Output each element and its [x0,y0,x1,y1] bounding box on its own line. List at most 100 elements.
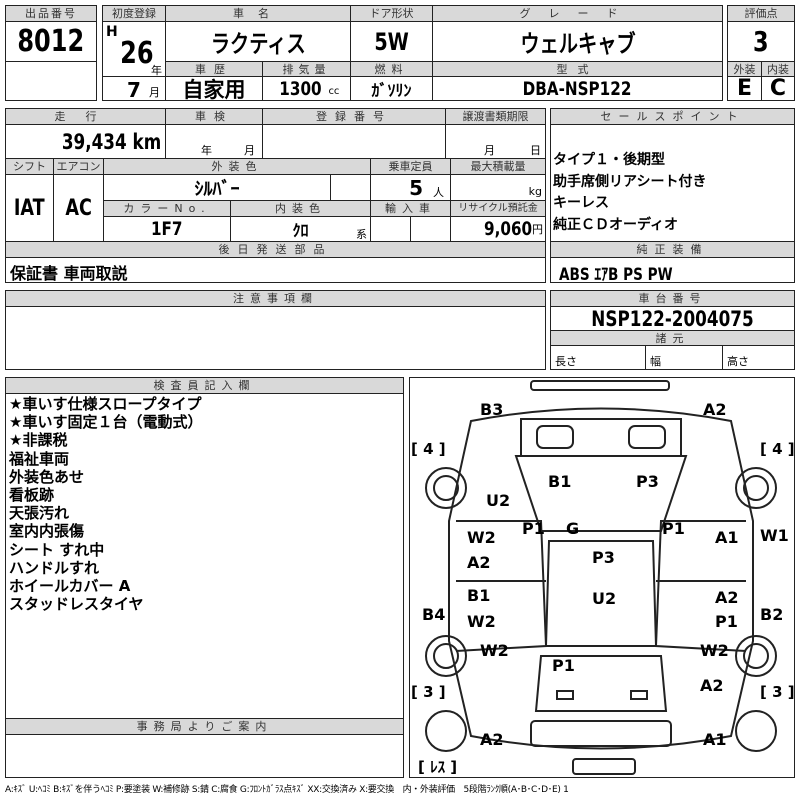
era: H [106,24,118,40]
tire-rear-left: [ 3 ] [411,683,446,701]
sales-points-label: セールスポイント [550,108,795,125]
inspector-note: ★車いす固定１台（電動式） [9,413,203,432]
damage-mark: A1 [703,730,727,749]
chassis-number: NSP122-2004075 [550,306,795,331]
damage-mark: W2 [467,612,496,631]
office-notice [5,734,404,778]
ext-color-label: 外装色 [103,158,371,175]
inspection: 年月 [165,124,263,159]
damage-mark: A2 [703,400,727,419]
shift-label: シフト [5,158,54,175]
damage-mark: B3 [480,400,504,419]
tire-front-right: [ 4 ] [760,440,795,458]
sales-points: タイプ１・後期型 助手席側リアシート付き キーレス 純正ＣＤオーディオ [550,124,795,242]
tire-front-left: [ 4 ] [411,440,446,458]
damage-mark: W2 [480,641,509,660]
grade: ウェルキャブ [432,21,723,62]
chassis-label: 車台番号 [550,290,795,307]
sales-point: タイプ１・後期型 [553,152,665,168]
damage-mark: P3 [592,548,615,567]
damage-mark: P1 [522,519,545,538]
damage-mark: U2 [486,491,511,510]
damage-mark: P1 [715,612,738,631]
car-name: ラクティス [165,21,351,62]
inspector-note: 室内内張傷 [9,522,85,541]
displacement-label: 排気量 [262,61,351,77]
later-parts-label: 後日発送部品 [5,241,546,258]
first-reg-label: 初度登録 [102,5,166,22]
import-b [410,216,451,242]
first-reg-month: 7 月 [102,76,166,102]
import-label: 輸入車 [370,200,451,217]
max-load: kg [450,174,546,201]
damage-diagram: [ 4 ] [ 4 ] [ 3 ] [ 3 ] [ ﾚｽ ] B3 A2 B1 … [409,377,795,778]
width: 幅 [645,345,723,370]
int-color-label: 内装色 [230,200,371,217]
damage-mark: A2 [480,730,504,749]
ac: AC [53,174,104,242]
capacity-label: 乗車定員 [370,158,451,175]
damage-mark: B4 [422,605,446,624]
length: 長さ [550,345,646,370]
mileage: 39,434 km [5,124,166,159]
inspector-note: 福祉車両 [9,449,70,468]
equipment: ABS ｴｱB PS PW [550,257,795,285]
mileage-label: 走行 [5,108,166,125]
lot-number: 8012 [5,21,97,62]
ext-score-label: 外装 [727,61,762,77]
door-label: ドア形状 [350,5,433,22]
office-label: 事務局よりご案内 [5,718,404,735]
height: 高さ [722,345,795,370]
damage-mark: A1 [715,528,739,547]
car-name-label: 車名 [165,5,351,22]
color-no-label: カラーNo. [103,200,231,217]
inspector-label: 検査員記入欄 [5,377,404,394]
inspection-label: 車検 [165,108,263,125]
import-a [370,216,411,242]
sales-point: 助手席側リアシート付き [553,173,707,190]
lot-blank [5,61,97,101]
ext-color: ｼﾙﾊﾞｰ [103,174,331,201]
color-no: 1F7 [103,216,231,242]
damage-mark: P1 [552,656,575,675]
damage-mark: B1 [548,472,572,491]
lot-label: 出品番号 [5,5,97,22]
tire-rear-right: [ 3 ] [760,683,795,701]
damage-mark: W2 [467,528,496,547]
inspector-notes: ★車いす仕様スロープタイプ ★車いす固定１台（電動式） ★非課税 福祉車両 外装… [5,393,404,719]
reg-no [262,124,446,159]
ext-color-extra [330,174,371,201]
legend: A:ｷｽﾞ U:ﾍｺﾐ B:ｷｽﾞを伴うﾍｺﾐ P:要塗装 W:補修跡 S:錆 … [5,785,569,795]
history: 自家用 [165,76,263,102]
shift: IAT [5,174,54,242]
damage-mark: P3 [636,472,659,491]
int-score: C [761,76,795,101]
damage-mark: A2 [700,676,724,695]
transfer-label: 譲渡書類期限 [445,108,546,125]
model: DBA-NSP122 [432,76,723,101]
inspector-note: ★車いす仕様スロープタイプ [9,395,202,413]
inspector-note: シート すれ中 [9,540,105,559]
ext-score: E [727,76,762,101]
damage-mark: B2 [760,605,784,624]
spare-tire: [ ﾚｽ ] [418,758,458,776]
damage-mark: A2 [715,588,739,607]
inspector-note: 天張汚れ [9,504,70,523]
ac-label: エアコン [53,158,104,175]
score: 3 [727,21,795,62]
inspector-note: スタッドレスタイヤ [9,595,144,614]
later-parts: 保証書 車両取説 [5,257,546,283]
year: 26 [120,36,154,71]
inspector-note: ハンドルすれ [9,558,100,577]
damage-mark: P1 [662,519,685,538]
year-unit: 年 [151,64,162,77]
recycle-label: リサイクル預託金 [450,200,546,217]
month-unit: 月 [149,86,160,99]
car-outline [425,380,777,775]
month: 7 [127,78,141,102]
equipment-label: 純正装備 [550,241,795,258]
damage-mark: G [566,519,580,538]
